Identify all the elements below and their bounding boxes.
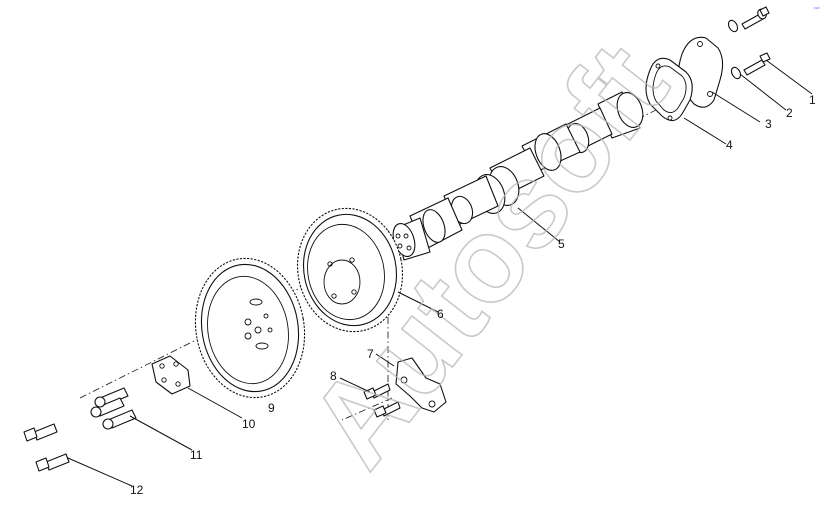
part-1-bolt-lower	[743, 52, 771, 76]
callout-8: 8	[330, 369, 337, 383]
callout-6: 6	[437, 307, 444, 321]
callout-11: 11	[190, 448, 203, 462]
part-7-bracket	[395, 357, 447, 413]
part-12-bolts	[23, 423, 70, 472]
corner-mark: ᵖᵉᵈ	[814, 6, 820, 12]
callout-3: 3	[765, 117, 772, 131]
part-11-bolt-set	[90, 387, 137, 430]
callout-4: 4	[726, 138, 733, 152]
part-9-idler-gear	[194, 257, 306, 399]
part-6-camshaft-gear	[296, 207, 404, 333]
callout-2: 2	[786, 106, 793, 120]
part-2-washer-lower	[730, 66, 742, 80]
part-4-gasket	[645, 57, 693, 122]
callout-12: 12	[130, 483, 144, 497]
callout-leaders	[67, 59, 813, 487]
callout-9: 9	[268, 401, 275, 415]
callout-numbers: 1 2 3 4 5 6 7 8 9 10 11 12	[130, 93, 816, 497]
part-1-bolt-upper	[741, 6, 770, 30]
part-5-camshaft	[392, 91, 644, 261]
part-8-bolts	[363, 383, 401, 418]
callout-10: 10	[242, 417, 256, 431]
part-10-plate	[151, 355, 191, 395]
callout-1: 1	[809, 93, 816, 107]
callout-5: 5	[558, 237, 565, 251]
part-2-washer-upper	[727, 19, 739, 33]
callout-7: 7	[367, 347, 374, 361]
